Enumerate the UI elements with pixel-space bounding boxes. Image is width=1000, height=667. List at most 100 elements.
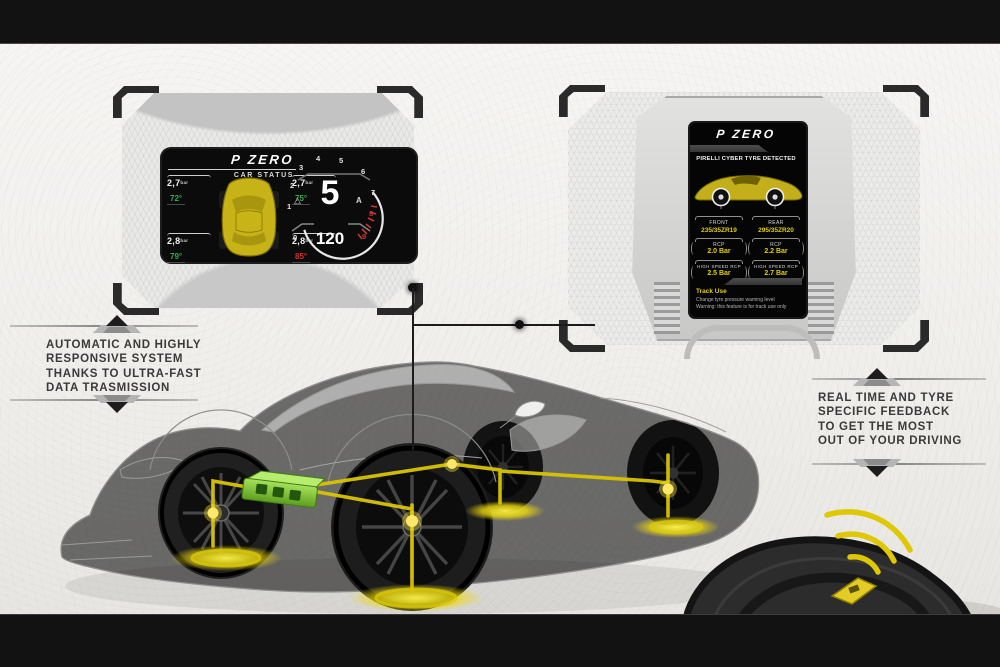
paren-decoration — [691, 266, 696, 279]
inset-center-console: P ZERO PIRELLI CYBER TYRE DETECTED FRONT… — [559, 85, 920, 359]
column-bracket — [752, 259, 800, 264]
readout-bracket — [292, 175, 336, 178]
gear-indicator: 5 — [320, 174, 340, 212]
tach-tick: 7 — [371, 188, 376, 197]
right-annotation-bottom-line — [812, 463, 986, 465]
connector-horizontal-line — [413, 324, 595, 326]
front-hs-label: HIGH SPEED RCP — [696, 263, 742, 269]
paren-decoration — [748, 266, 753, 279]
pressure-unit: bar — [305, 180, 314, 185]
paren-decoration — [799, 242, 804, 255]
logo-underline — [168, 169, 296, 170]
footer-line1: Change tyre pressure warning level — [696, 297, 775, 303]
detected-status: PIRELLI CYBER TYRE DETECTED — [696, 156, 796, 162]
front-hs-value: 2.5 Bar — [707, 270, 731, 277]
footer-title: Track Use — [696, 288, 727, 295]
tyre-readout-rear-left: 2,8bar 79° — [167, 233, 211, 264]
rear-hs-value: 2.7 Bar — [764, 270, 788, 277]
pressure-value: 2,7 — [167, 178, 181, 188]
column-bracket — [695, 216, 743, 220]
car-side-view — [694, 175, 803, 209]
column-bracket — [695, 237, 743, 242]
rear-size: 295/35ZR20 — [758, 226, 794, 234]
sensor-wiring — [211, 453, 670, 593]
pressure-unit: bar — [180, 238, 189, 243]
pressure-unit: bar — [180, 180, 189, 185]
temp-value: 75° — [292, 194, 311, 205]
paren-decoration — [691, 242, 696, 255]
screen-stripe-top — [690, 145, 768, 152]
paren-decoration — [799, 266, 804, 279]
right-annotation-top-line — [812, 378, 986, 380]
console-vent-right — [808, 282, 834, 334]
console-vent-left — [654, 282, 680, 334]
connector-dot-mid — [515, 320, 524, 329]
footer-line2: Warning: this feature is for track use o… — [696, 304, 787, 310]
tach-tick: 9 — [362, 232, 367, 241]
readout-bracket — [167, 233, 211, 236]
tach-tick: 4 — [316, 154, 321, 163]
rear-rcp-value: 2.2 Bar — [764, 248, 788, 255]
right-annotation-text: REAL TIME AND TYRE SPECIFIC FEEDBACK TO … — [818, 392, 963, 448]
pressure-value: 2,8 — [167, 236, 181, 246]
pressure-value: 2,7 — [292, 178, 306, 188]
tach-tick: 8 — [369, 209, 374, 218]
bottom-letterbox-bar — [0, 614, 1000, 667]
rear-label: REAR — [768, 220, 784, 226]
tach-tick: 6 — [361, 167, 366, 176]
arrow-up-ornament-icon — [85, 315, 149, 336]
rear-tyre-column: REAR 295/35ZR20 RCP 2.2 Bar HIGH SPEED R… — [750, 215, 802, 279]
tach-tick: 1 — [287, 202, 292, 211]
readout-bracket — [167, 175, 211, 178]
ecu-box — [241, 470, 326, 508]
paren-decoration — [742, 242, 747, 255]
column-bracket — [752, 237, 800, 242]
signal-waves — [824, 509, 913, 575]
steering-rim-arc — [684, 325, 820, 359]
front-label: FRONT — [709, 220, 729, 226]
paren-decoration — [742, 266, 747, 279]
pressure-value: 2,8 — [292, 236, 306, 246]
screen-stripe-bottom — [724, 278, 802, 285]
rear-rcp-label: RCP — [770, 241, 782, 248]
instrument-cluster-screen: P ZERO CAR STATUS 2,7bar 72° — [162, 149, 416, 264]
console-screen: P ZERO PIRELLI CYBER TYRE DETECTED FRONT… — [688, 121, 808, 319]
temp-value: 79° — [167, 252, 186, 263]
auto-indicator: A — [356, 196, 362, 205]
connector-vertical-line — [412, 288, 414, 450]
tach-tick: 0 — [293, 233, 298, 242]
temp-value: 85° — [292, 252, 311, 263]
tyre-readout-front-right: 2,7bar 75° — [292, 175, 336, 206]
warning-triangle-icon: △ — [294, 195, 301, 205]
sensor-glow-spots — [170, 501, 720, 612]
tach-tick: 3 — [299, 163, 304, 172]
car-top-view — [219, 177, 279, 257]
arrow-down-ornament-icon — [85, 392, 149, 412]
front-rcp-label: RCP — [713, 241, 725, 248]
tyre-readout-front-left: 2,7bar 72° — [167, 175, 211, 206]
top-letterbox-bar — [0, 0, 1000, 44]
connector-dot-cluster — [408, 283, 417, 292]
arrow-down-ornament-icon — [845, 456, 909, 476]
front-size: 235/35ZR19 — [701, 226, 737, 234]
tach-tick: 5 — [339, 156, 344, 165]
paren-decoration — [748, 242, 753, 255]
readout-bracket — [292, 233, 336, 236]
temp-value: 72° — [167, 194, 186, 205]
sensor-nodes — [204, 456, 677, 531]
left-annotation-text: AUTOMATIC AND HIGHLY RESPONSIVE SYSTEM T… — [46, 339, 202, 395]
front-rcp-value: 2.0 Bar — [707, 248, 731, 255]
front-tyre-column: FRONT 235/35ZR19 RCP 2.0 Bar HIGH SPEED … — [693, 215, 745, 279]
column-bracket — [752, 216, 800, 220]
inset-instrument-cluster: P ZERO CAR STATUS 2,7bar 72° — [113, 86, 416, 308]
tachometer-arc — [291, 173, 384, 260]
rear-hs-label: HIGH SPEED RCP — [753, 263, 799, 269]
tach-tick: 2 — [290, 181, 295, 190]
speed-value: 120 — [315, 229, 345, 248]
column-bracket — [695, 259, 743, 264]
arrow-up-ornament-icon — [845, 368, 909, 389]
cluster-subtitle: CAR STATUS — [233, 172, 294, 179]
pzero-logo: P ZERO — [715, 127, 777, 141]
